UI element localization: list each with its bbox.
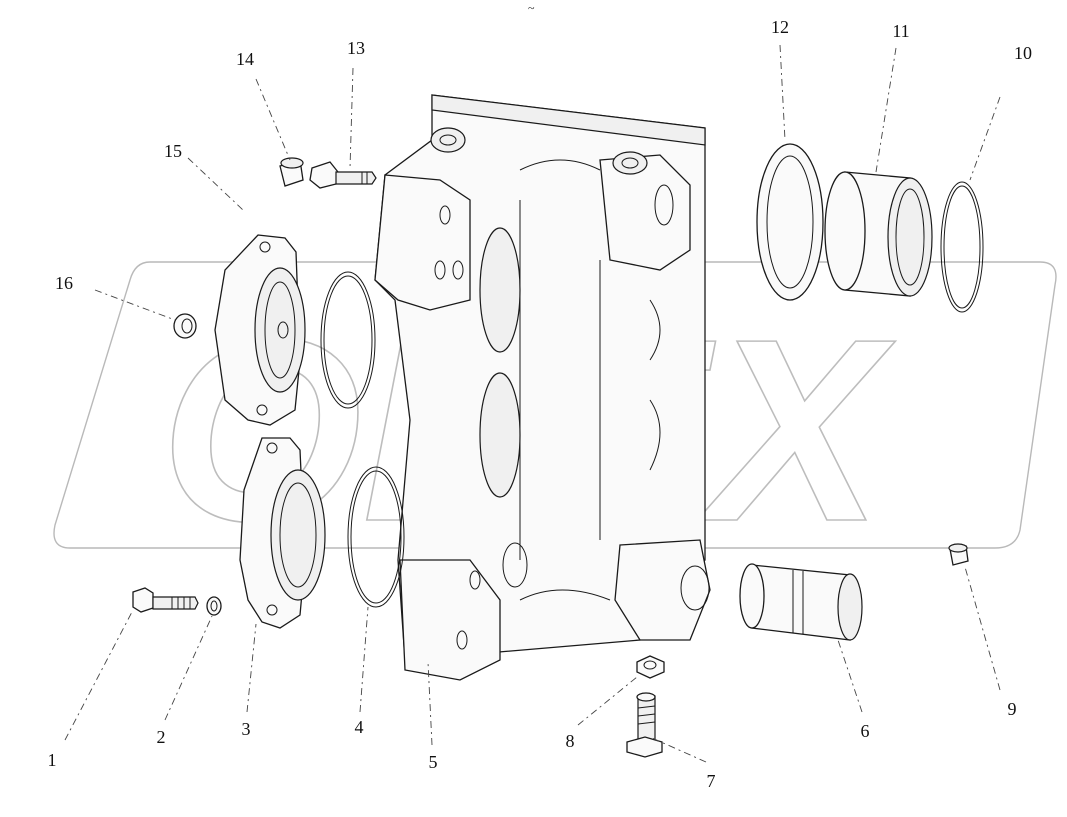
o-ring-parts — [320, 271, 405, 608]
callout-1: 1 — [48, 750, 57, 770]
callout-10: 10 — [1014, 43, 1032, 63]
callout-3: 3 — [242, 719, 251, 739]
callout-8: 8 — [566, 731, 575, 751]
piston-part — [824, 171, 933, 297]
callout-14: 14 — [236, 49, 254, 69]
callout-2: 2 — [157, 727, 166, 747]
seal-part — [756, 143, 824, 301]
ring-part — [940, 181, 984, 313]
cap-part — [279, 157, 304, 187]
callout-12: 12 — [771, 17, 789, 37]
callout-16: 16 — [55, 273, 73, 293]
dowel-part — [948, 543, 969, 566]
lower-bolt-part — [626, 692, 663, 758]
plug-part — [173, 313, 197, 339]
callout-11: 11 — [892, 21, 909, 41]
callout-labels: 1 2 3 4 5 6 7 8 9 10 11 12 13 14 15 16 — [48, 17, 1033, 791]
top-mark: ~ — [528, 1, 535, 15]
bleed-screw-part — [309, 161, 377, 189]
callout-15: 15 — [164, 141, 182, 161]
guide-pin-part — [739, 563, 863, 641]
callout-5: 5 — [429, 752, 438, 772]
caliper-housing — [374, 94, 711, 681]
upper-cover-part — [214, 234, 306, 426]
callout-6: 6 — [861, 721, 870, 741]
bolt-part — [132, 587, 199, 613]
callout-4: 4 — [355, 717, 364, 737]
washer-part — [206, 596, 222, 616]
callout-13: 13 — [347, 38, 365, 58]
callout-9: 9 — [1008, 699, 1017, 719]
leader-lines — [64, 44, 1001, 763]
callout-7: 7 — [707, 771, 716, 791]
lower-cover-part — [239, 437, 326, 629]
nut-part — [636, 655, 665, 679]
